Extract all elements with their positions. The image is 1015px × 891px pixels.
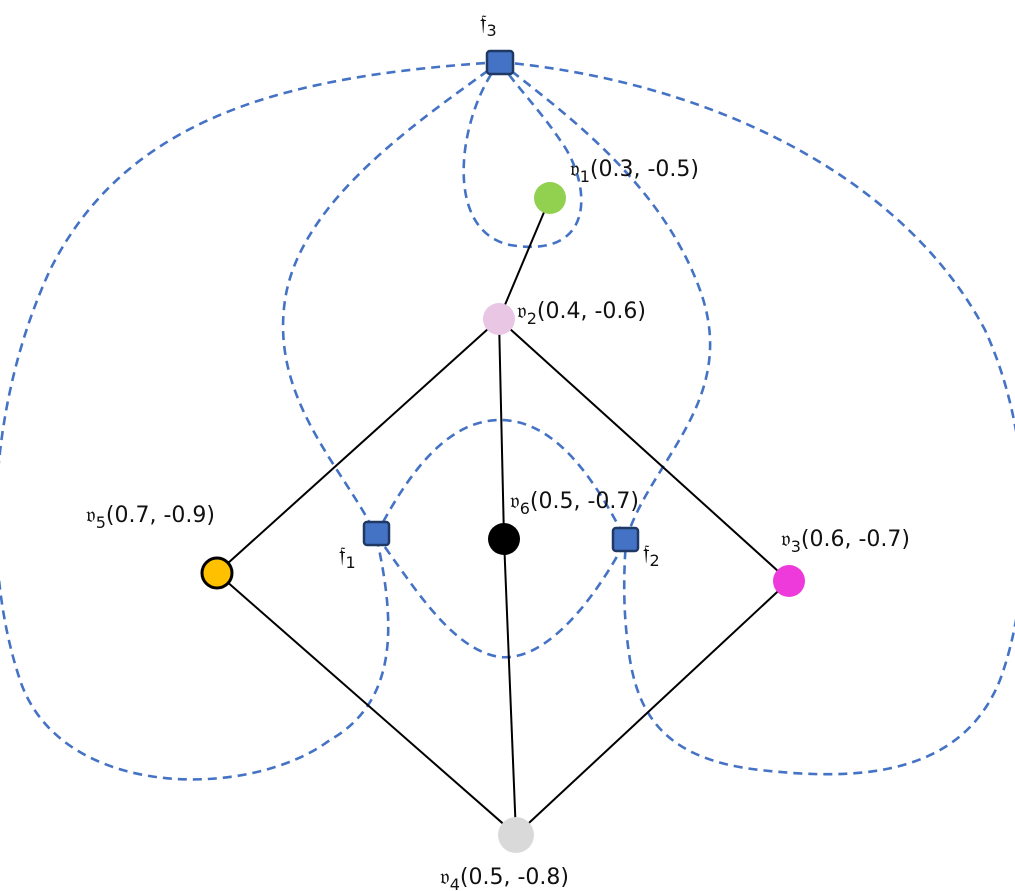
edge-v2-v3 (498, 318, 790, 582)
vertex-labels: 𝔳1(0.3, -0.5) 𝔳2(0.4, -0.6) 𝔳3(0.6, -0.7… (86, 157, 910, 891)
label-v5: 𝔳5(0.7, -0.9) (86, 503, 215, 532)
label-f3: 𝔣3 (480, 11, 497, 40)
edge-v2-v5 (216, 318, 500, 574)
dual-edges (0, 60, 1015, 781)
label-f1: 𝔣1 (339, 543, 356, 572)
vertex-v3[interactable] (773, 565, 805, 597)
edge-v3-v4 (515, 580, 790, 836)
label-v2: 𝔳2(0.4, -0.6) (517, 299, 646, 328)
label-v4: 𝔳4(0.5, -0.8) (440, 865, 569, 891)
vertex-v2[interactable] (483, 303, 515, 335)
label-v6: 𝔳6(0.5, -0.7) (510, 489, 639, 518)
vertex-v1[interactable] (534, 182, 566, 214)
faces (362, 49, 640, 553)
dual-edge-f3-outer-left (0, 60, 501, 781)
edge-v6-v4 (503, 538, 517, 836)
face-f3[interactable] (485, 49, 515, 76)
label-v3: 𝔳3(0.6, -0.7) (781, 527, 910, 556)
dual-loop-f3-around-v1 (462, 61, 583, 249)
edge-v1-v2 (498, 197, 551, 320)
label-v1: 𝔳1(0.3, -0.5) (570, 157, 699, 186)
face-labels: 𝔣1 𝔣2 𝔣3 (339, 11, 660, 572)
face-f1[interactable] (362, 520, 391, 547)
dual-edge-f3-outer-right (499, 60, 1015, 776)
vertex-v6[interactable] (488, 523, 520, 555)
vertex-v5[interactable] (200, 556, 234, 590)
dual-edge-f3-f1 (281, 60, 501, 536)
label-f2: 𝔣2 (643, 541, 660, 570)
dual-edge-f3-f2 (499, 60, 712, 541)
dual-edge-f1-f2-upper (374, 418, 628, 541)
edge-v5-v4 (216, 572, 517, 836)
edge-v2-v6 (498, 318, 505, 540)
primal-edges (216, 197, 790, 836)
face-f2[interactable] (611, 526, 640, 553)
vertices (200, 182, 805, 853)
vertex-v4[interactable] (498, 817, 534, 853)
